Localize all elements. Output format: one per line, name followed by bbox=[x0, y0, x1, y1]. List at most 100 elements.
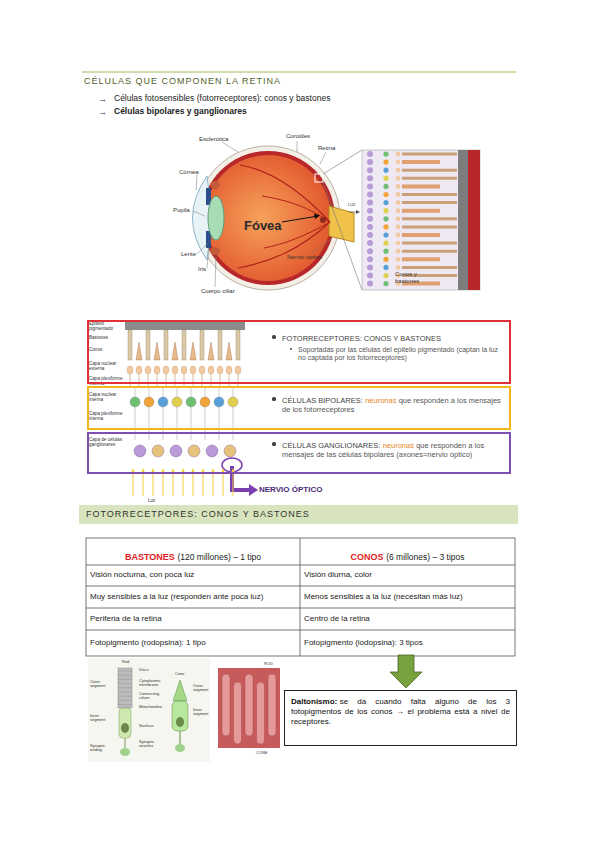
nerve-arrow bbox=[232, 466, 250, 490]
generated-art bbox=[118, 151, 457, 744]
cone-cell bbox=[136, 342, 142, 360]
cone-cell bbox=[402, 160, 440, 164]
part-label: Outer segment bbox=[193, 684, 209, 692]
bullet-dot bbox=[272, 397, 275, 400]
rod-cone-figure bbox=[88, 658, 210, 762]
box-text: Soportadas por las células del epitelio … bbox=[298, 346, 503, 363]
nuclear-cell bbox=[154, 366, 160, 374]
rod-cell bbox=[402, 177, 457, 180]
zoom-line bbox=[323, 150, 362, 174]
ganglion-cell bbox=[367, 208, 373, 214]
cone-cell bbox=[402, 257, 440, 261]
nuclear-cell bbox=[396, 168, 401, 173]
table-cell: Visión nocturna, con poca luz bbox=[90, 570, 194, 579]
layer-label: Luz bbox=[148, 499, 155, 504]
table-header: (6 millones) – 3 tipos bbox=[386, 552, 464, 562]
table-header-cell: CONOS(6 millones) – 3 tipos bbox=[300, 546, 515, 564]
cell-stem bbox=[157, 374, 158, 386]
rod-cell bbox=[402, 169, 457, 172]
part-label: Discs bbox=[139, 668, 149, 672]
optic-disc bbox=[320, 217, 326, 223]
part-label: Rod bbox=[122, 660, 129, 664]
ganglion-cell bbox=[367, 232, 373, 238]
table-cell: Fotopigmento (iodopsina): 3 tipos bbox=[304, 638, 423, 647]
bullet-dot bbox=[290, 348, 293, 351]
table-cell: Fotopigmento (rodopsina): 1 tipo bbox=[90, 638, 206, 647]
nuclear-cell bbox=[136, 366, 142, 374]
part-label: LUZ bbox=[348, 203, 356, 207]
box-heading: CÉLULAS BIPOLARES: bbox=[282, 396, 363, 405]
nuclear-cell bbox=[396, 225, 401, 230]
cell-stem bbox=[184, 374, 185, 386]
bipolar-cell bbox=[383, 281, 388, 286]
cone-synaptic-ending bbox=[175, 744, 185, 752]
ganglion-cell bbox=[367, 264, 373, 270]
nerve-bracket bbox=[222, 458, 242, 472]
table-grid bbox=[86, 538, 515, 656]
cone-nucleus bbox=[176, 717, 184, 727]
bipolar-cell bbox=[383, 151, 388, 156]
nuclear-cell bbox=[396, 233, 401, 238]
bullet-arrow: → bbox=[98, 107, 107, 117]
nuclear-cell bbox=[396, 152, 401, 157]
nuclear-cell bbox=[396, 249, 401, 254]
layer-label: Conos bbox=[89, 348, 102, 353]
bipolar-cell bbox=[383, 241, 388, 246]
heading-rule bbox=[82, 72, 516, 73]
layer-label: Epitelio pigmentado bbox=[89, 322, 123, 332]
ganglion-box: CÉLULAS GANGLIONARES:neuronasque respond… bbox=[87, 432, 511, 474]
nuclear-cell bbox=[163, 366, 169, 374]
cell-stem bbox=[175, 374, 176, 386]
bipolar-cell bbox=[383, 249, 388, 254]
bipolar-cell bbox=[158, 397, 168, 407]
bipolar-cell bbox=[172, 397, 182, 407]
retina-zoom bbox=[362, 150, 480, 290]
micrograph-cell bbox=[245, 674, 253, 736]
cone-outer-segment bbox=[173, 680, 187, 701]
table-line bbox=[86, 630, 515, 631]
bullet-dot bbox=[272, 442, 275, 445]
box-paragraph: FOTORRECETPORES: CONOS Y BASTONES bbox=[86, 509, 511, 520]
rod-outer-segment bbox=[118, 668, 132, 708]
table-line bbox=[86, 586, 515, 587]
bipolar-cell bbox=[383, 168, 388, 173]
layer-label: Capa de células ganglionares bbox=[89, 438, 123, 448]
box-text: neuronas bbox=[383, 441, 414, 450]
micrograph-cell bbox=[222, 674, 230, 736]
nuclear-cell bbox=[396, 184, 401, 189]
cone-axon bbox=[180, 731, 181, 745]
bipolar-box: CÉLULAS BIPOLARES:neuronasque responden … bbox=[87, 386, 511, 430]
ciliary-body bbox=[210, 181, 220, 189]
layer-label: Capa nuclear externa bbox=[89, 362, 123, 372]
part-label: Lente bbox=[181, 251, 196, 258]
part-label: Nervio óptico bbox=[287, 254, 322, 261]
nuclear-cell bbox=[396, 176, 401, 181]
part-label: Córnea bbox=[179, 169, 199, 176]
nuclear-cell bbox=[396, 192, 401, 197]
ganglion-cell bbox=[152, 445, 164, 457]
part-label: Connecting cilium bbox=[139, 692, 167, 700]
ganglion-cell bbox=[367, 167, 373, 173]
cone-cell bbox=[226, 342, 232, 360]
micrograph bbox=[218, 668, 280, 748]
ganglion-cell bbox=[134, 445, 146, 457]
leader-line bbox=[197, 238, 213, 254]
zoom-square bbox=[315, 174, 323, 182]
leader-line bbox=[207, 248, 209, 268]
note-box: Daltonismo:se da cuando falta alguno de … bbox=[284, 690, 517, 746]
leader-line bbox=[297, 141, 298, 152]
bipolar-cell bbox=[383, 273, 388, 278]
ciliary-body bbox=[210, 247, 220, 255]
part-label: Mitochondria bbox=[139, 705, 162, 709]
nuclear-cell bbox=[235, 366, 241, 374]
part-label: Esclerótica bbox=[199, 136, 228, 143]
bipolar-cell bbox=[383, 216, 388, 221]
nuclear-cell bbox=[226, 366, 232, 374]
bipolar-cell bbox=[383, 176, 388, 181]
table-border bbox=[86, 538, 515, 656]
table-cell: Menos sensibles a la luz (necesitan más … bbox=[304, 592, 463, 601]
table-cell: Centro de la retina bbox=[304, 614, 370, 623]
nuclear-cell bbox=[396, 257, 401, 262]
lens bbox=[208, 196, 224, 240]
